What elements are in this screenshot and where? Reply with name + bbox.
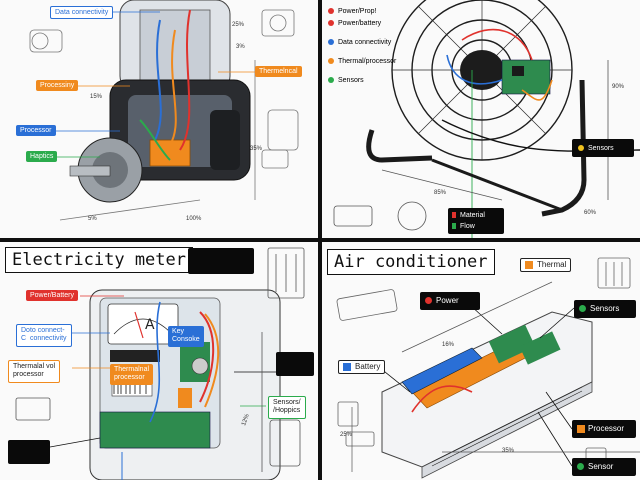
label-thermal-on-device: Thermalnal processor xyxy=(110,364,154,385)
dim-label: 35% xyxy=(250,146,263,152)
dim-label: 5% xyxy=(88,216,97,222)
red-dot-icon xyxy=(425,297,432,304)
label-data-connectivity: Data connectivity xyxy=(50,6,114,19)
page-title: Air conditioner xyxy=(327,249,495,275)
label-key-console: Key Consoke xyxy=(168,326,204,347)
legend: Power/Prop! Power/battery Data connectiv… xyxy=(328,8,396,84)
label-power: Power xyxy=(420,292,480,310)
label-thermal-processor: Thermalal vol processor xyxy=(8,360,61,383)
yellow-dot-icon xyxy=(578,145,584,151)
legend-item: Power/battery xyxy=(328,20,396,27)
legend-item: Data connectivity xyxy=(328,39,396,46)
blue-dot-icon xyxy=(328,39,334,46)
red-marker-icon xyxy=(452,212,456,218)
label-data-connect: Doto connect- C connectivity xyxy=(16,324,72,347)
panel-electricity-meter: Electricity meter Power/Battery Doto con… xyxy=(0,242,318,480)
dim-label: 3% xyxy=(236,44,245,50)
label-sensors-hoppics: Sensors/ /Hoppics xyxy=(268,396,306,419)
green-dot-icon xyxy=(577,463,584,470)
material-flow-tag: Material Flow xyxy=(448,208,504,234)
panel-air-conditioner: Air conditioner Thermal Power Sensors Ba… xyxy=(322,242,640,480)
dim-label: 35% xyxy=(502,448,515,454)
dim-label: 85% xyxy=(434,190,447,196)
label-processor: Processor xyxy=(572,420,636,438)
panel-motor: Data connectivity Thermelncal Processiny… xyxy=(0,0,318,238)
flow-label: Flow xyxy=(460,223,475,230)
power-label: Power xyxy=(436,296,459,305)
fan-illustration xyxy=(333,0,640,238)
panel-fan: Power/Prop! Power/battery Data connectiv… xyxy=(322,0,640,238)
label-thermal: Thermelncal xyxy=(255,66,302,77)
redacted-box xyxy=(276,352,314,376)
label-battery: Battery xyxy=(338,360,386,375)
sensors-tag: Sensors xyxy=(572,139,634,157)
page-title: Electricity meter xyxy=(5,247,193,273)
green-dot-icon xyxy=(328,77,334,84)
legend-item: Sensors xyxy=(328,77,396,84)
sensors-label: Sensors xyxy=(590,304,620,313)
sensors-tag-label: Sensors xyxy=(588,145,614,152)
dim-label: 25% xyxy=(340,432,353,438)
dim-label: 25% xyxy=(232,22,245,28)
green-marker-icon xyxy=(452,223,456,229)
label-sensor: Sensor xyxy=(572,458,636,476)
ac-illustration xyxy=(336,257,640,479)
label-processor: Processor xyxy=(16,125,56,136)
material-label: Material xyxy=(460,212,485,219)
redacted-box xyxy=(8,440,50,464)
legend-item: Power/Prop! xyxy=(328,8,377,15)
orange-dot-icon xyxy=(328,58,334,65)
label-processing: Processiny xyxy=(36,80,79,91)
red-dot-icon xyxy=(328,20,334,27)
dim-label: 15% xyxy=(90,94,103,100)
label-power-battery: Power/Battery xyxy=(26,290,78,301)
blue-square-icon xyxy=(343,363,351,371)
orange-square-icon xyxy=(525,261,533,269)
meter-dial-glyph: A xyxy=(145,317,155,333)
processor-label: Processor xyxy=(588,424,625,433)
redacted-box xyxy=(188,248,254,274)
motor-illustration xyxy=(29,0,299,221)
dim-label: 60% xyxy=(584,210,597,216)
label-thermal: Thermal xyxy=(520,258,572,273)
green-dot-icon xyxy=(579,305,586,312)
dim-label: 100% xyxy=(186,216,202,222)
red-dot-icon xyxy=(328,8,334,15)
sensor-label: Sensor xyxy=(588,462,614,471)
legend-item: Thermal/processor xyxy=(328,58,396,65)
orange-square-icon xyxy=(577,425,585,433)
dim-label: 90% xyxy=(612,84,625,90)
label-haptics: Haptics xyxy=(26,151,58,162)
label-sensors: Sensors xyxy=(574,300,636,318)
dim-label: 16% xyxy=(442,342,455,348)
